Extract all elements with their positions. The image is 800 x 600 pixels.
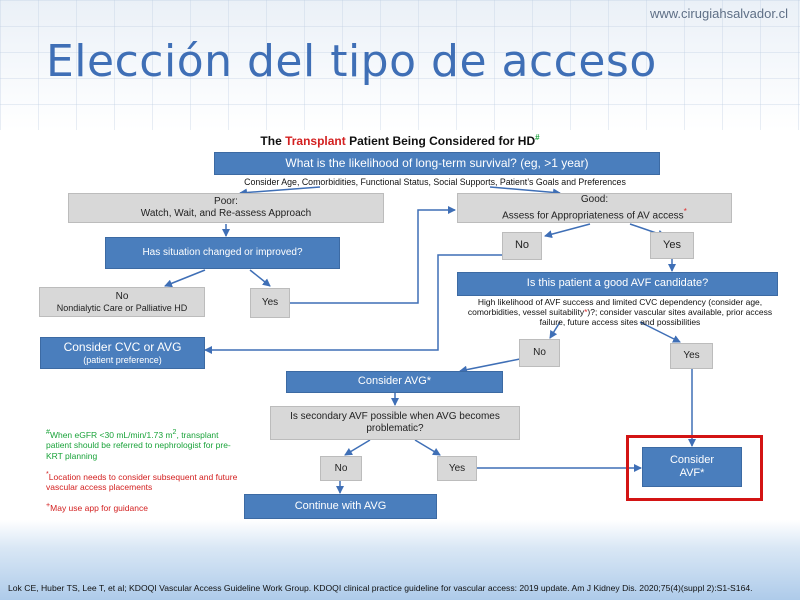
poor-yes-box: Yes xyxy=(250,288,290,318)
good-line1: Good: xyxy=(580,193,609,205)
secondary-no-box: No xyxy=(320,456,362,481)
green-mark: # xyxy=(46,428,50,436)
good-yes-box: Yes xyxy=(650,232,694,259)
survival-factors-text: Consider Age, Comorbidities, Functional … xyxy=(244,177,626,187)
green-a: When eGFR <30 mL/min/1.73 m xyxy=(49,429,173,440)
footnotes: #When eGFR <30 mL/min/1.73 m2, transplan… xyxy=(46,428,246,521)
poor-box: Poor: Watch, Wait, and Re-assess Approac… xyxy=(68,193,384,223)
slide-title: Elección del tipo de acceso xyxy=(46,36,657,87)
consider-avf-box: Consider AVF* xyxy=(642,447,742,487)
heading-prefix: The xyxy=(260,134,286,148)
secondary-yes-box: Yes xyxy=(437,456,477,481)
heading-transplant: Transplant xyxy=(285,134,346,148)
consider-avg-box: Consider AVG* xyxy=(286,371,503,393)
site-url[interactable]: www.cirugiahsalvador.cl xyxy=(649,6,788,21)
red2-mark: + xyxy=(46,500,51,509)
secondary-line2: problematic? xyxy=(366,423,424,434)
poor-no-label: No xyxy=(115,290,129,302)
red1-text: Location needs to consider subsequent an… xyxy=(46,471,238,493)
footer-background xyxy=(0,520,800,600)
avf-candidate-box: Is this patient a good AVF candidate? xyxy=(457,272,778,296)
header-background xyxy=(0,0,800,130)
footnote-location: *Location needs to consider subsequent a… xyxy=(46,470,246,493)
consider-avf-line2: AVF* xyxy=(679,467,705,479)
secondary-line1: Is secondary AVF possible when AVG becom… xyxy=(290,411,500,422)
situation-changed-box: Has situation changed or improved? xyxy=(105,237,340,269)
footnote-app: +May use app for guidance xyxy=(46,501,246,513)
avf-highlight-frame xyxy=(626,435,763,501)
green-sup: 2 xyxy=(172,428,177,436)
poor-line2: Watch, Wait, and Re-assess Approach xyxy=(140,208,312,219)
continue-avg-box: Continue with AVG xyxy=(244,494,437,519)
flowchart-heading: The Transplant Patient Being Considered … xyxy=(0,133,800,148)
green-b: , transplant patient should be referred … xyxy=(46,429,231,462)
header-grid-pattern xyxy=(0,0,800,130)
survival-question-box: What is the likelihood of long-term surv… xyxy=(214,152,660,175)
avf-yes-box: Yes xyxy=(670,343,713,369)
poor-no-box: No Nondialytic Care or Palliative HD xyxy=(39,287,205,317)
nondialytic-text: Nondialytic Care or Palliative HD xyxy=(56,302,188,313)
avf-detail-b: )?; consider vascular sites available, p… xyxy=(539,307,773,328)
patient-preference-text: (patient preference) xyxy=(83,354,162,365)
heading-mark: # xyxy=(535,133,540,142)
footnote-transplant-referral: #When eGFR <30 mL/min/1.73 m2, transplan… xyxy=(46,428,246,462)
good-no-box: No xyxy=(502,232,542,260)
avf-detail-a: High likelihood of AVF success and limit… xyxy=(467,297,763,318)
poor-line1: Poor: xyxy=(214,196,238,207)
secondary-avf-box: Is secondary AVF possible when AVG becom… xyxy=(270,406,520,440)
heading-suffix: Patient Being Considered for HD xyxy=(345,134,536,148)
avf-no-box: No xyxy=(519,339,560,367)
avf-candidate-detail: High likelihood of AVF success and limit… xyxy=(455,297,785,328)
red2-text: May use app for guidance xyxy=(50,502,148,513)
citation: Lok CE, Huber TS, Lee T, et al; KDOQI Va… xyxy=(8,583,753,593)
consider-cvc-label: Consider CVC or AVG xyxy=(63,340,182,355)
avf-detail-mark: * xyxy=(584,307,588,318)
good-line2: Assess for Appropriateness of AV access xyxy=(502,210,684,222)
good-box: Good: Assess for Appropriateness of AV a… xyxy=(457,193,732,223)
consider-cvc-box: Consider CVC or AVG (patient preference) xyxy=(40,337,205,369)
red1-mark: * xyxy=(46,469,49,478)
consider-avf-line1: Consider xyxy=(669,453,715,466)
good-mark: * xyxy=(683,205,687,216)
